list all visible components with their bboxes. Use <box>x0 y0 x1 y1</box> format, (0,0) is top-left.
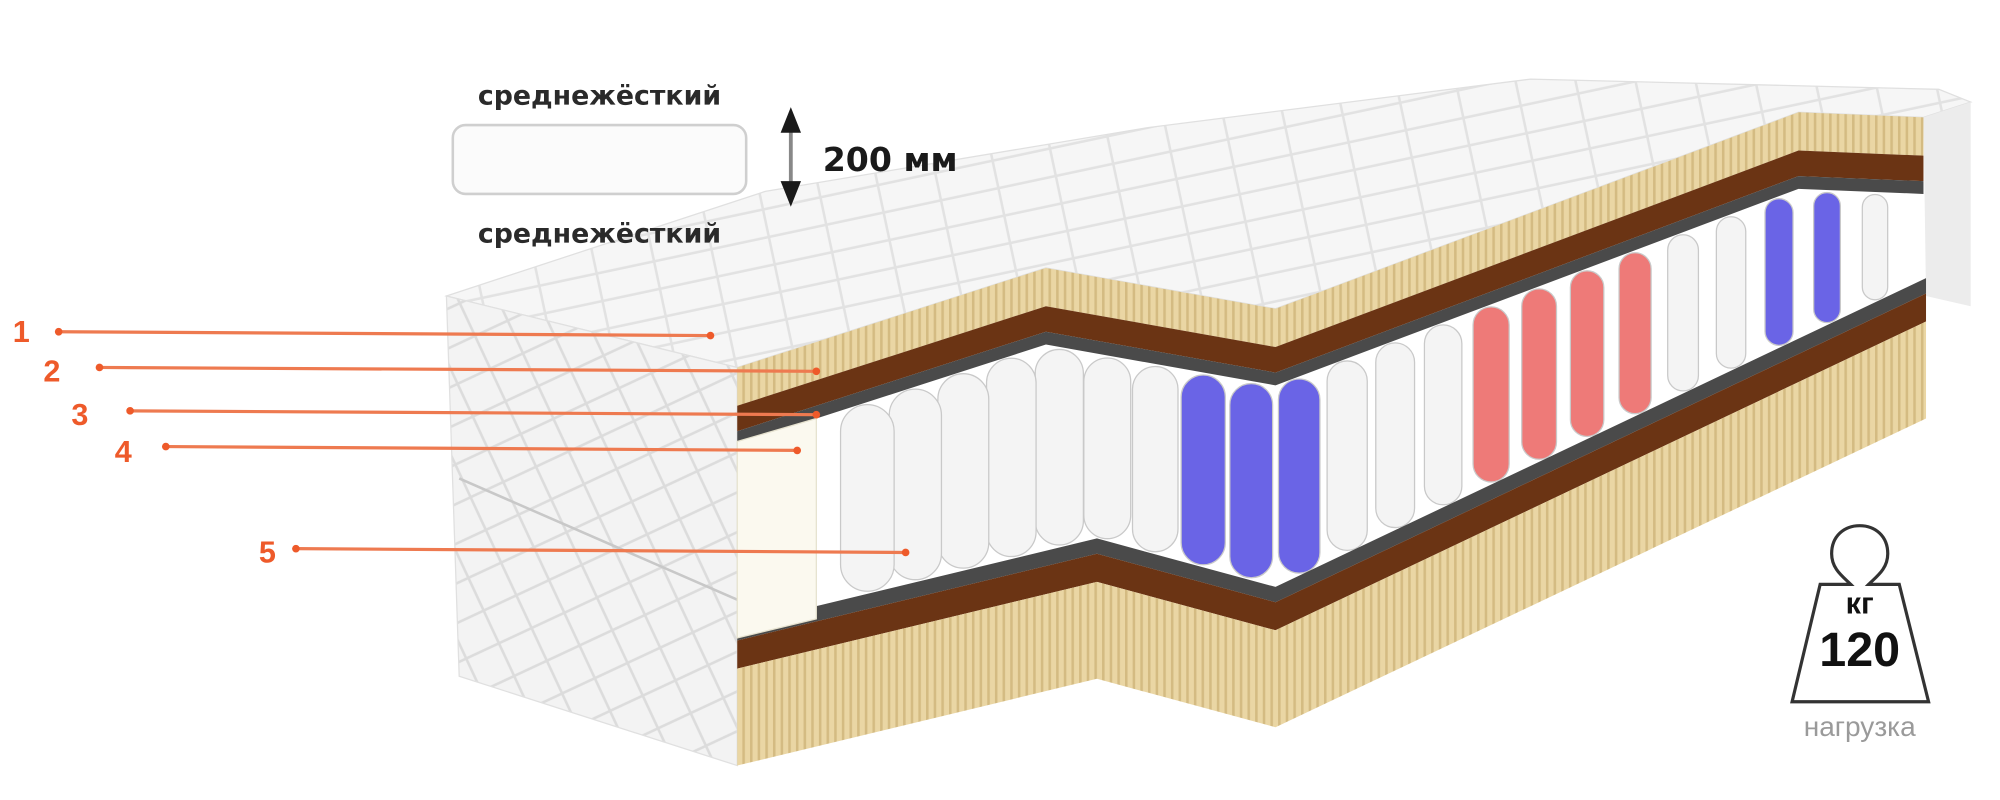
pocket-spring <box>1375 342 1416 529</box>
callout-4: 4 <box>115 435 802 469</box>
pocket-spring <box>1618 252 1652 415</box>
pocket-spring <box>1764 198 1794 347</box>
pocket-spring <box>1229 382 1274 579</box>
coir-layer-top <box>737 150 1924 432</box>
callout-2: 2 <box>43 354 821 389</box>
pocket-spring <box>1521 288 1558 460</box>
height-value: 200 мм <box>823 140 958 179</box>
pocket-spring <box>839 403 895 592</box>
pocket-springs <box>839 191 1889 592</box>
felt-layer-top <box>737 176 1924 445</box>
side-seam <box>458 477 738 601</box>
load-value: 120 <box>1819 623 1900 677</box>
load-unit: кг <box>1846 587 1874 621</box>
load-label: нагрузка <box>1804 711 1916 742</box>
load-badge: кг 120 нагрузка <box>1790 524 1931 742</box>
callout-1: 1 <box>13 315 715 349</box>
mattress-profile-icon <box>451 123 748 196</box>
lower-layers <box>737 278 1927 766</box>
front-foam-border <box>736 417 817 639</box>
pocket-spring <box>1813 191 1842 324</box>
pocket-spring <box>1326 360 1368 551</box>
pocket-spring <box>1861 193 1889 301</box>
pocket-spring <box>1034 348 1085 546</box>
callout-number: 3 <box>71 398 88 432</box>
mattress <box>444 78 1973 767</box>
pocket-spring <box>937 373 990 569</box>
mattress-end-face <box>1923 102 1971 307</box>
pocket-spring <box>1180 374 1226 566</box>
pocket-spring <box>1472 306 1510 483</box>
callout-number: 4 <box>115 435 132 469</box>
firmness-top: среднежёсткий <box>478 81 721 112</box>
pocket-spring <box>1131 365 1179 553</box>
pocket-spring <box>1423 324 1463 506</box>
firmness-legend: среднежёсткий среднежёсткий 200 мм <box>451 81 958 249</box>
callout-number: 1 <box>13 315 30 349</box>
mattress-side-quilted <box>445 295 738 767</box>
pocket-spring <box>1277 378 1321 574</box>
callout-number: 2 <box>43 354 60 388</box>
coir-layer-bottom <box>737 293 1927 669</box>
weight-icon <box>1790 524 1931 704</box>
pocket-spring <box>985 357 1037 558</box>
pocket-spring <box>1667 234 1700 392</box>
pocket-spring <box>1083 357 1132 540</box>
height-arrow-icon <box>780 107 802 207</box>
callout-5: 5 <box>259 536 910 570</box>
latex-layer-top <box>737 112 1924 406</box>
pocket-spring <box>1569 270 1605 438</box>
upper-layers <box>737 112 1924 445</box>
layer-callouts: 1 2 3 4 5 <box>13 315 910 570</box>
pocket-spring <box>1715 216 1747 369</box>
callout-number: 5 <box>259 536 276 570</box>
firmness-bottom: среднежёсткий <box>478 218 721 249</box>
callout-3: 3 <box>71 398 821 432</box>
latex-layer-bottom <box>737 321 1927 766</box>
felt-layer-bottom <box>737 278 1927 641</box>
